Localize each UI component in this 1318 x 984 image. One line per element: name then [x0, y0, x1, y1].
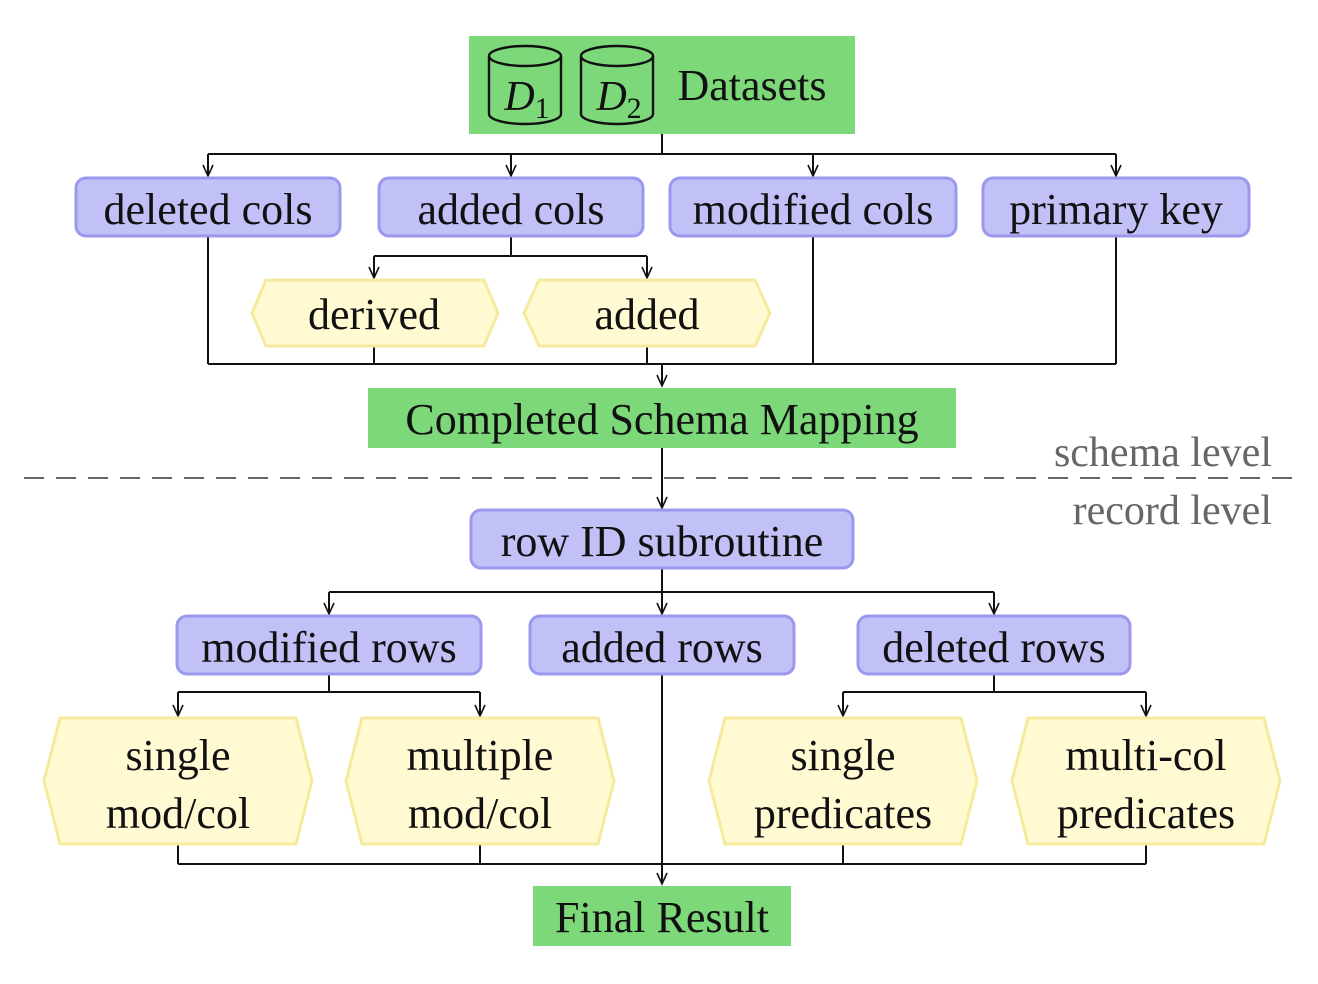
database-cylinder-icon — [579, 44, 655, 126]
datasets-node: D1 D2 Datasets — [469, 36, 855, 134]
svg-text:deleted cols: deleted cols — [104, 185, 313, 234]
connector-lines — [172, 134, 1152, 886]
svg-text:derived: derived — [308, 290, 440, 339]
derived-node: derived — [250, 278, 500, 348]
multiple-mod-col-node: multiple mod/col — [344, 716, 616, 846]
svg-text:multi-col: multi-col — [1065, 731, 1226, 780]
svg-text:added rows: added rows — [561, 623, 763, 672]
primary-key-node: primary key — [981, 176, 1251, 238]
svg-text:mod/col: mod/col — [408, 789, 552, 838]
modified-cols-node: modified cols — [668, 176, 958, 238]
svg-text:Completed Schema Mapping: Completed Schema Mapping — [405, 395, 918, 444]
svg-text:Final Result: Final Result — [555, 893, 769, 942]
svg-text:added: added — [594, 290, 699, 339]
svg-text:predicates: predicates — [1057, 789, 1235, 838]
svg-text:primary key: primary key — [1009, 185, 1223, 234]
svg-text:modified rows: modified rows — [201, 623, 456, 672]
svg-text:single: single — [790, 731, 895, 780]
svg-text:predicates: predicates — [754, 789, 932, 838]
added-rows-node: added rows — [528, 614, 796, 676]
deleted-cols-node: deleted cols — [74, 176, 342, 238]
added-cols-node: added cols — [377, 176, 645, 238]
final-result-node: Final Result — [533, 886, 791, 946]
svg-text:row ID subroutine: row ID subroutine — [501, 517, 824, 566]
datasets-label: Datasets — [677, 61, 826, 110]
d1-label: D1 — [503, 74, 549, 125]
svg-text:deleted rows: deleted rows — [882, 623, 1106, 672]
modified-rows-node: modified rows — [175, 614, 483, 676]
single-mod-col-node: single mod/col — [42, 716, 314, 846]
deleted-rows-node: deleted rows — [856, 614, 1132, 676]
svg-text:single: single — [125, 731, 230, 780]
row-id-subroutine-node: row ID subroutine — [469, 508, 855, 570]
svg-text:mod/col: mod/col — [106, 789, 250, 838]
schema-level-label: schema level — [1054, 430, 1272, 476]
svg-text:added cols: added cols — [418, 185, 605, 234]
single-predicates-node: single predicates — [707, 716, 979, 846]
record-level-label: record level — [1073, 488, 1272, 534]
database-cylinder-icon — [487, 44, 563, 126]
added-node: added — [522, 278, 772, 348]
svg-text:multiple: multiple — [407, 731, 554, 780]
completed-schema-mapping-node: Completed Schema Mapping — [368, 388, 956, 448]
multi-col-predicates-node: multi-col predicates — [1010, 716, 1282, 846]
d2-label: D2 — [595, 74, 641, 125]
svg-text:modified cols: modified cols — [693, 185, 934, 234]
